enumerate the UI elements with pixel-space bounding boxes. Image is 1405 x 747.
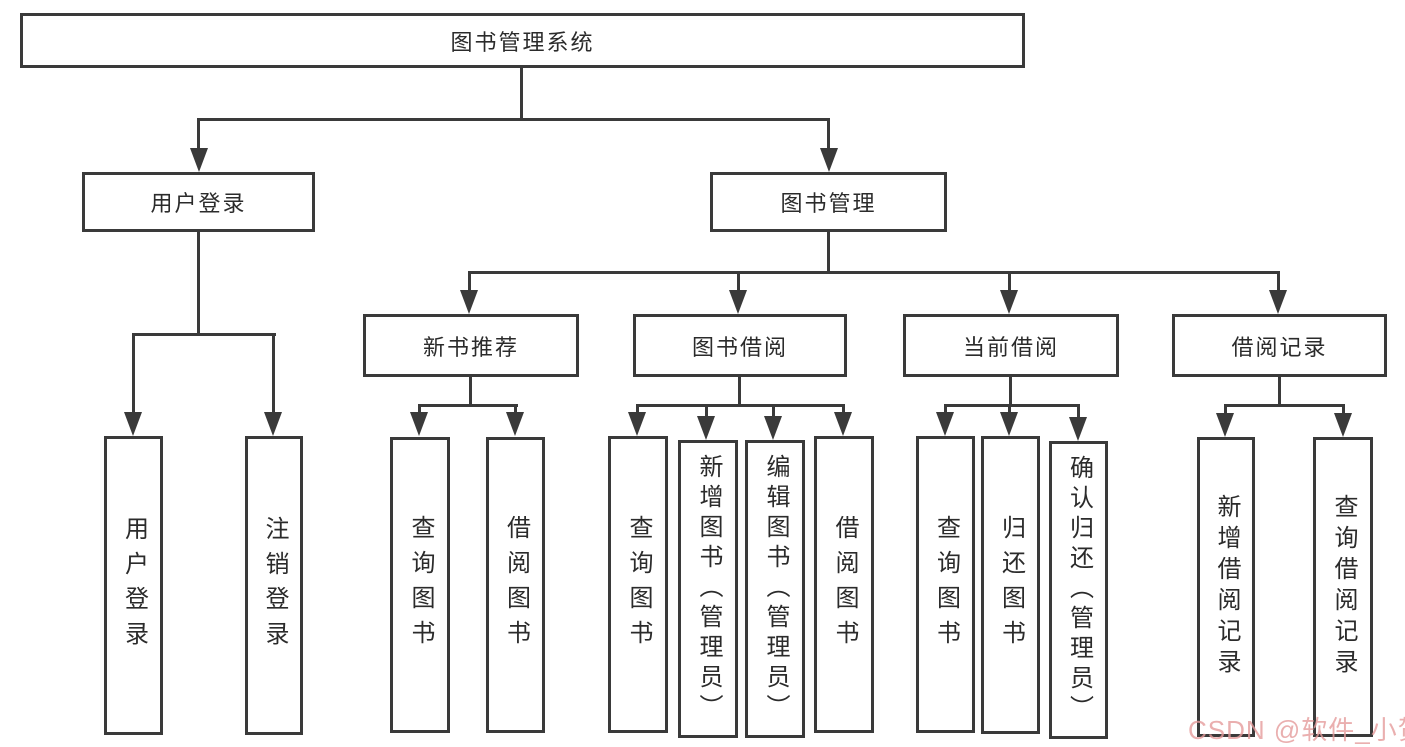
connector-line [520, 67, 523, 120]
arrow-down-icon [190, 148, 208, 172]
connector-line [944, 404, 947, 414]
connector-line [468, 271, 1280, 274]
leaf-borrow-book: 借阅图书 [814, 436, 874, 733]
node-user-login: 用户登录 [82, 172, 315, 232]
connector-line [132, 333, 135, 413]
connector-line [197, 118, 200, 152]
connector-line [1009, 376, 1012, 407]
arrow-down-icon [697, 416, 715, 440]
arrow-down-icon [729, 290, 747, 314]
node-new-book-recommend-label: 新书推荐 [422, 334, 519, 360]
arrow-down-icon [820, 148, 838, 172]
leaf-add-borrow-record-label: 新增借阅记录 [1213, 494, 1240, 680]
arrow-down-icon [1269, 290, 1287, 314]
node-user-login-label: 用户登录 [150, 191, 247, 216]
connector-line [1077, 404, 1080, 418]
leaf-add-book-admin: 新增图书（管理员） [678, 440, 738, 738]
connector-line [827, 118, 830, 152]
leaf-return-book: 归还图书 [981, 436, 1040, 734]
connector-line [272, 333, 275, 413]
node-borrow-record: 借阅记录 [1172, 314, 1387, 377]
leaf-borrow-book-recommend-label: 借阅图书 [502, 515, 530, 655]
connector-line [469, 376, 472, 407]
connector-line [1277, 271, 1280, 293]
leaf-query-current-borrow-label: 查询图书 [932, 514, 960, 655]
connector-line [418, 404, 518, 407]
node-book-management: 图书管理 [710, 172, 947, 232]
arrow-down-icon [1000, 290, 1018, 314]
leaf-user-login-label: 用户登录 [120, 515, 148, 656]
arrow-down-icon [1334, 413, 1352, 437]
arrow-down-icon [1216, 413, 1234, 437]
csdn-watermark: CSDN @软件_小贺同学 [1188, 715, 1405, 745]
leaf-confirm-return-admin-label: 确认归还（管理员） [1065, 455, 1093, 725]
connector-line [827, 230, 830, 274]
leaf-edit-book-admin: 编辑图书（管理员） [745, 440, 805, 738]
arrow-down-icon [1069, 417, 1087, 441]
leaf-borrow-book-recommend: 借阅图书 [486, 437, 545, 733]
leaf-logout-label: 注销登录 [261, 515, 288, 656]
arrow-down-icon [124, 412, 142, 436]
leaf-return-book-label: 归还图书 [997, 515, 1025, 655]
connector-line [944, 404, 1080, 407]
arrow-down-icon [410, 412, 428, 436]
arrow-down-icon [834, 412, 852, 436]
connector-line [197, 230, 200, 336]
node-new-book-recommend: 新书推荐 [363, 314, 579, 377]
connector-line [468, 271, 471, 293]
connector-line [197, 118, 830, 121]
leaf-query-borrow-record: 查询借阅记录 [1313, 437, 1373, 737]
leaf-user-login: 用户登录 [104, 436, 163, 735]
leaf-add-book-admin-label: 新增图书（管理员） [695, 454, 722, 724]
connector-line [418, 404, 421, 414]
connector-line [1008, 271, 1011, 293]
node-root: 图书管理系统 [20, 13, 1025, 68]
leaf-logout: 注销登录 [245, 436, 303, 735]
connector-line [636, 404, 639, 414]
leaf-query-book-borrow: 查询图书 [608, 436, 668, 733]
arrow-down-icon [764, 416, 782, 440]
connector-line [132, 333, 276, 336]
leaf-add-borrow-record: 新增借阅记录 [1197, 437, 1255, 737]
arrow-down-icon [936, 412, 954, 436]
connector-line [1278, 376, 1281, 407]
arrow-down-icon [628, 412, 646, 436]
connector-line [705, 404, 708, 417]
leaf-confirm-return-admin: 确认归还（管理员） [1049, 441, 1108, 739]
connector-line [772, 404, 775, 417]
arrow-down-icon [506, 412, 524, 436]
connector-line [737, 271, 740, 293]
node-book-management-label: 图书管理 [780, 191, 877, 216]
node-borrow-record-label: 借阅记录 [1231, 334, 1328, 360]
leaf-query-book-recommend-label: 查询图书 [407, 515, 434, 655]
leaf-query-borrow-record-label: 查询借阅记录 [1330, 494, 1357, 680]
connector-line [636, 404, 845, 407]
node-book-borrow-label: 图书借阅 [691, 334, 788, 360]
leaf-edit-book-admin-label: 编辑图书（管理员） [762, 454, 789, 724]
connector-line [1224, 404, 1345, 407]
connector-line [842, 404, 845, 414]
leaf-query-current-borrow: 查询图书 [916, 436, 975, 733]
arrow-down-icon [264, 412, 282, 436]
node-root-label: 图书管理系统 [450, 29, 595, 55]
connector-line [1008, 404, 1011, 414]
connector-line [1342, 404, 1345, 414]
leaf-borrow-book-label: 借阅图书 [831, 514, 858, 655]
node-current-borrow: 当前借阅 [903, 314, 1119, 377]
arrow-down-icon [1000, 412, 1018, 436]
node-book-borrow: 图书借阅 [633, 314, 847, 377]
connector-line [514, 404, 517, 414]
connector-line [1224, 404, 1227, 414]
arrow-down-icon [460, 290, 478, 314]
connector-line [738, 376, 741, 407]
node-current-borrow-label: 当前借阅 [962, 334, 1059, 360]
leaf-query-book-borrow-label: 查询图书 [625, 514, 652, 655]
leaf-query-book-recommend: 查询图书 [390, 437, 450, 733]
